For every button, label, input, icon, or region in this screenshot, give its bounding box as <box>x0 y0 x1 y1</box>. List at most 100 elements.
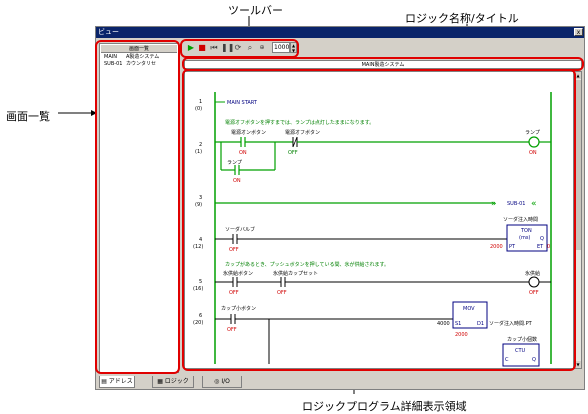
ton-et-value: 0 <box>547 244 550 250</box>
rung-step: (1) <box>195 149 202 155</box>
zoom-input[interactable]: 1000 <box>272 42 290 53</box>
coil-label: ランプ <box>525 130 540 136</box>
timer-label: ソーダ注入時間 <box>503 216 538 223</box>
zoom-icon: ⊕ <box>259 44 265 51</box>
refresh-icon[interactable]: ⟳ <box>234 43 242 52</box>
ton-q: Q <box>540 236 544 242</box>
tab-address[interactable]: ▤ アドレス <box>99 376 135 388</box>
jump-return-icon: « <box>531 199 537 209</box>
ctu-q: Q <box>532 357 536 363</box>
rung-number: 2 <box>199 142 202 148</box>
screen-title: カウンタリセ <box>126 61 157 67</box>
mov-s1: S1 <box>455 321 461 327</box>
chevron-up-icon[interactable]: ▲ <box>291 43 296 48</box>
contact-state: OFF <box>227 327 237 333</box>
ton-pt: PT <box>509 244 516 250</box>
highlight-program-area <box>182 69 576 371</box>
rung-step: (16) <box>193 286 203 292</box>
ton-et: ET <box>537 244 544 250</box>
contact-label: 氷供給ボタン <box>223 270 253 277</box>
ton-unit: (ms) <box>519 235 530 241</box>
rung-step: (9) <box>195 202 202 208</box>
tab-label: アドレス <box>108 378 133 385</box>
close-button[interactable]: x <box>574 28 583 36</box>
mov-value: 2000 <box>455 332 468 338</box>
ton-type: TON <box>520 228 532 234</box>
scroll-up-icon[interactable]: ▲ <box>575 72 581 79</box>
address-icon: ▤ <box>101 378 107 385</box>
highlight-toolbar <box>180 39 299 58</box>
coil-state: ON <box>529 150 537 156</box>
rung-step: (20) <box>193 320 203 326</box>
pause-icon[interactable]: ❚❚ <box>221 43 235 52</box>
contact-label: カップ小ボタン <box>221 305 256 312</box>
coil-label: 氷供給 <box>525 270 540 277</box>
scroll-down-icon[interactable]: ▼ <box>575 361 581 368</box>
screen-list-item-main[interactable]: MAIN A製造システム <box>104 54 178 61</box>
screen-name: MAIN <box>104 54 117 60</box>
contact-state: ON <box>239 150 247 156</box>
mov-s1-value: 4000 <box>437 321 450 327</box>
jump-label: SUB-01 <box>507 201 525 207</box>
rung-number: 5 <box>199 279 202 285</box>
tab-label: ロジック <box>164 378 189 385</box>
jump-arrow-icon: » <box>491 199 497 209</box>
rung-number: 3 <box>199 195 202 201</box>
ctu-type: CTU <box>515 348 526 354</box>
tab-io[interactable]: ◎ I/O <box>202 376 242 388</box>
window-title: ビュー <box>98 28 119 36</box>
label-main-start: MAIN START <box>227 100 258 106</box>
rung-comment: カップがあるとき、プッシュボタンを押している間、氷が供給されます。 <box>225 261 389 268</box>
rung-step: (12) <box>193 244 203 250</box>
ladder-diagram: 1 (0) 2 (1) 3 (9) 4 (12) 5 (16) 6 (20) M… <box>193 92 552 367</box>
ton-block <box>506 224 548 252</box>
logic-icon: ▦ <box>157 378 163 385</box>
screen-title: A製造システム <box>126 54 160 60</box>
tab-logic[interactable]: ▦ ロジック <box>152 376 194 388</box>
tab-label: I/O <box>221 378 230 385</box>
contact-state: OFF <box>288 150 298 156</box>
highlight-screen-list <box>95 40 180 374</box>
contact-label: ソーダバルブ <box>225 226 255 233</box>
screen-name: SUB-01 <box>104 61 123 67</box>
io-icon: ◎ <box>214 378 220 385</box>
mov-type: MOV <box>463 306 475 312</box>
contact-state: OFF <box>229 247 239 253</box>
contact-label: 電源オフボタン <box>285 129 320 136</box>
toolbar: ▶ ■ ⏮ ❚❚ ⟳ ⌕ ⊕ 1000 ▲ ▼ <box>184 40 304 56</box>
contact-state: ON <box>233 178 241 184</box>
contact-label: 氷供給カップセット <box>273 270 318 277</box>
coil-state: OFF <box>529 290 539 296</box>
callout-screen-list: 画面一覧 <box>6 110 50 123</box>
callout-logic-title: ロジック名称/タイトル <box>405 12 519 25</box>
mov-dest: ソーダ注入時間.PT <box>489 320 533 327</box>
rung-number: 6 <box>199 313 202 319</box>
window-titlebar: ビュー <box>96 27 584 38</box>
callout-program-area: ロジックプログラム詳細表示領域 <box>302 400 467 413</box>
contact-state: OFF <box>277 290 287 296</box>
logic-title: MAIN製造システム <box>361 62 405 68</box>
search-icon[interactable]: ⌕ <box>247 43 253 52</box>
step-back-icon[interactable]: ⏮ <box>210 43 218 52</box>
mov-block <box>452 301 488 329</box>
stop-icon[interactable]: ■ <box>198 43 206 52</box>
screen-list-header: 画面一覧 <box>101 45 177 53</box>
ladder-program-panel[interactable]: 1 (0) 2 (1) 3 (9) 4 (12) 5 (16) 6 (20) M… <box>184 71 574 369</box>
play-icon[interactable]: ▶ <box>187 43 195 52</box>
scrollbar-thumb[interactable] <box>575 80 581 250</box>
contact-label: ランプ <box>227 160 242 166</box>
rung-step: (0) <box>195 106 202 112</box>
counter-label: カップ小個数 <box>507 336 537 343</box>
rung-number: 4 <box>199 237 202 243</box>
ctu-c: C <box>505 357 509 363</box>
contact-state: OFF <box>229 290 239 296</box>
ctu-block <box>502 343 540 367</box>
rung-comment: 電源オフボタンを押すまでは、ランプは点灯したままになります。 <box>225 119 374 126</box>
callout-toolbar: ツールバー <box>228 4 283 17</box>
logic-title-bar: MAIN製造システム <box>184 60 582 69</box>
contact-label: 電源オンボタン <box>231 129 266 136</box>
chevron-down-icon[interactable]: ▼ <box>291 48 296 53</box>
